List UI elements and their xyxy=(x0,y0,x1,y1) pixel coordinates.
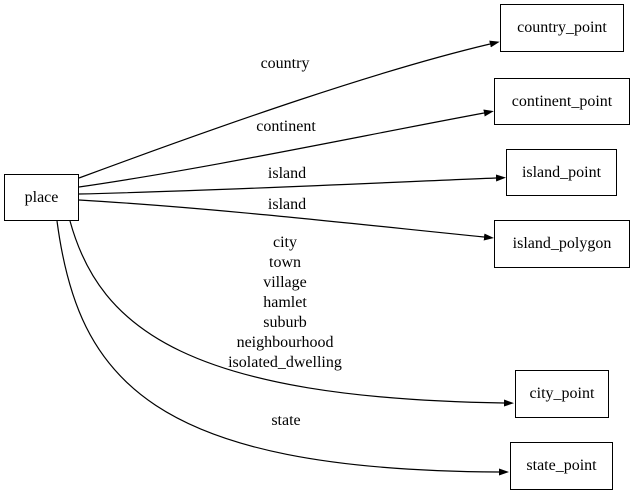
edge-label-continent: continent xyxy=(256,118,316,135)
node-state-point-label: state_point xyxy=(526,457,597,474)
edge-place-country_point xyxy=(78,40,500,179)
node-country-point-label: country_point xyxy=(517,19,607,36)
edge-place-island_point xyxy=(78,174,506,195)
edge-place-continent_point xyxy=(78,109,494,188)
node-island-point[interactable]: island_point xyxy=(506,149,617,196)
node-continent-point[interactable]: continent_point xyxy=(494,78,630,125)
node-place-label: place xyxy=(24,188,59,206)
edge-label-island-point: island xyxy=(267,165,307,182)
edge-place-city_point xyxy=(69,220,514,407)
node-state-point[interactable]: state_point xyxy=(510,442,613,490)
edge-label-city-group: city town village hamlet suburb neighbou… xyxy=(228,234,342,371)
node-island-polygon[interactable]: island_polygon xyxy=(494,220,630,268)
edge-label-island-polygon: island xyxy=(267,196,307,213)
node-place[interactable]: place xyxy=(4,174,79,221)
edge-label-state: state xyxy=(271,412,301,429)
node-country-point[interactable]: country_point xyxy=(500,4,624,52)
node-city-point[interactable]: city_point xyxy=(515,370,609,418)
edge-label-country: country xyxy=(260,55,310,72)
edge-place-state_point xyxy=(56,220,509,476)
node-island-point-label: island_point xyxy=(521,163,602,181)
edge-place-island_polygon xyxy=(78,199,494,241)
node-island-polygon-label: island_polygon xyxy=(512,235,612,252)
node-city-point-label: city_point xyxy=(529,385,595,402)
node-continent-point-label: continent_point xyxy=(511,92,613,110)
